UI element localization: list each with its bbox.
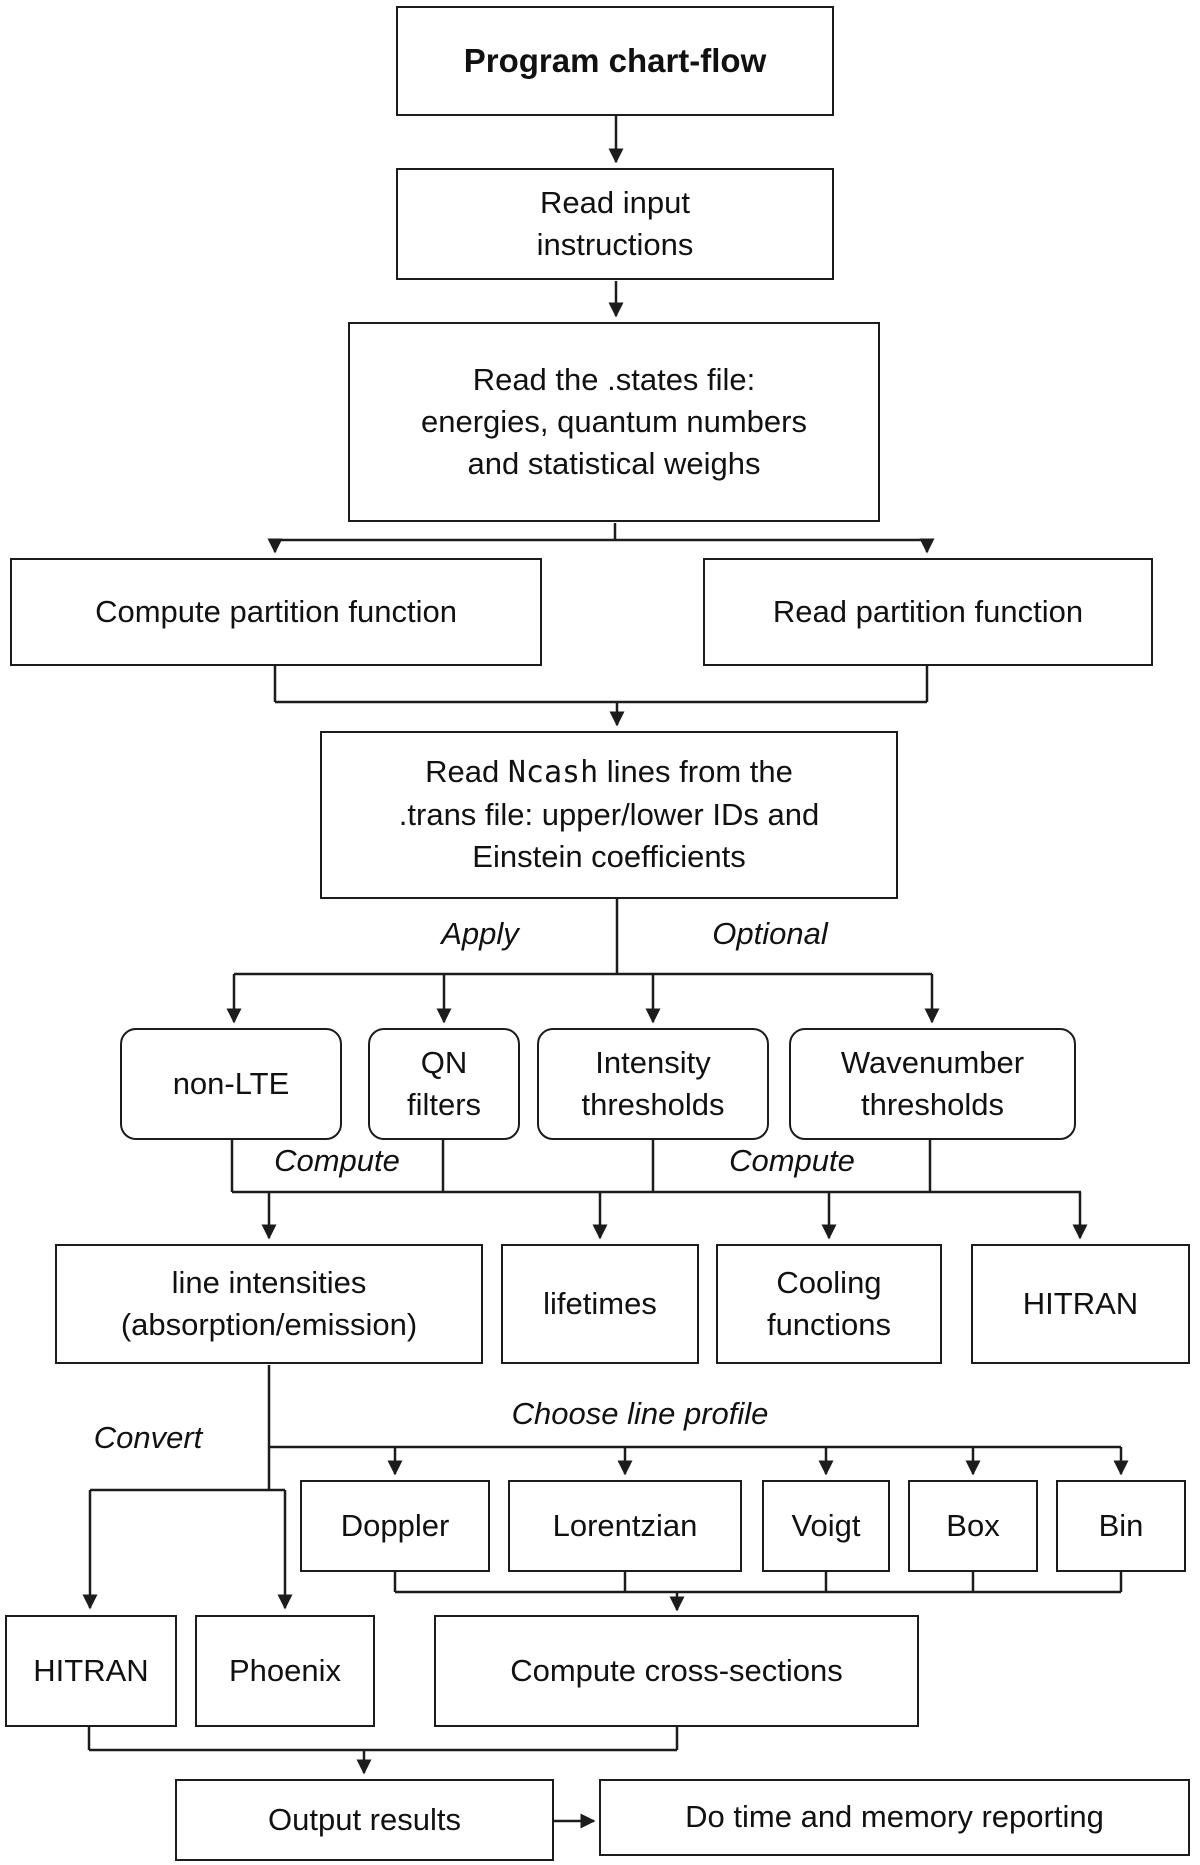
edge-label-optional: Optional (712, 916, 828, 951)
node-output-results: Output results (175, 1779, 554, 1861)
node-compute-partition-function: Compute partition function (10, 558, 542, 666)
node-phoenix-format: Phoenix (195, 1615, 375, 1727)
node-doppler-profile: Doppler (300, 1480, 490, 1572)
node-do-time-memory-reporting: Do time and memory reporting (599, 1779, 1190, 1856)
node-bin-profile: Bin (1056, 1480, 1186, 1572)
node-compute-cross-sections: Compute cross-sections (434, 1615, 919, 1727)
edge-label-apply: Apply (441, 916, 519, 951)
node-program-chart-flow: Program chart-flow (396, 6, 834, 116)
arrow-wires (82, 116, 1129, 1829)
node-lifetimes: lifetimes (501, 1244, 699, 1364)
node-read-partition-function: Read partition function (703, 558, 1153, 666)
edge-label-convert: Convert (93, 1420, 203, 1455)
node-qn-filters: QN filters (368, 1028, 520, 1140)
node-read-input-instructions: Read input instructions (396, 168, 834, 280)
node-line-intensities: line intensities (absorption/emission) (55, 1244, 483, 1364)
node-hitran-output: HITRAN (971, 1244, 1190, 1364)
node-non-lte: non-LTE (120, 1028, 342, 1140)
edge-label-compute-right: Compute (729, 1143, 855, 1178)
node-read-trans-file: Read Ncash lines from the .trans file: u… (320, 731, 898, 899)
node-hitran-format: HITRAN (5, 1615, 177, 1727)
ncash-code-token: Ncash (507, 755, 599, 791)
edge-label-compute-left: Compute (274, 1143, 400, 1178)
node-cooling-functions: Cooling functions (716, 1244, 942, 1364)
edge-label-choose-line-profile: Choose line profile (511, 1396, 769, 1431)
node-box-profile: Box (908, 1480, 1038, 1572)
plain-wires (87, 523, 1123, 1752)
node-lorentzian-profile: Lorentzian (508, 1480, 742, 1572)
node-read-trans-file-text: Read Ncash lines from the .trans file: u… (398, 754, 820, 875)
node-wavenumber-thresholds: Wavenumber thresholds (789, 1028, 1076, 1140)
node-intensity-thresholds: Intensity thresholds (537, 1028, 769, 1140)
node-voigt-profile: Voigt (762, 1480, 890, 1572)
node-read-states-file: Read the .states file: energies, quantum… (348, 322, 880, 522)
